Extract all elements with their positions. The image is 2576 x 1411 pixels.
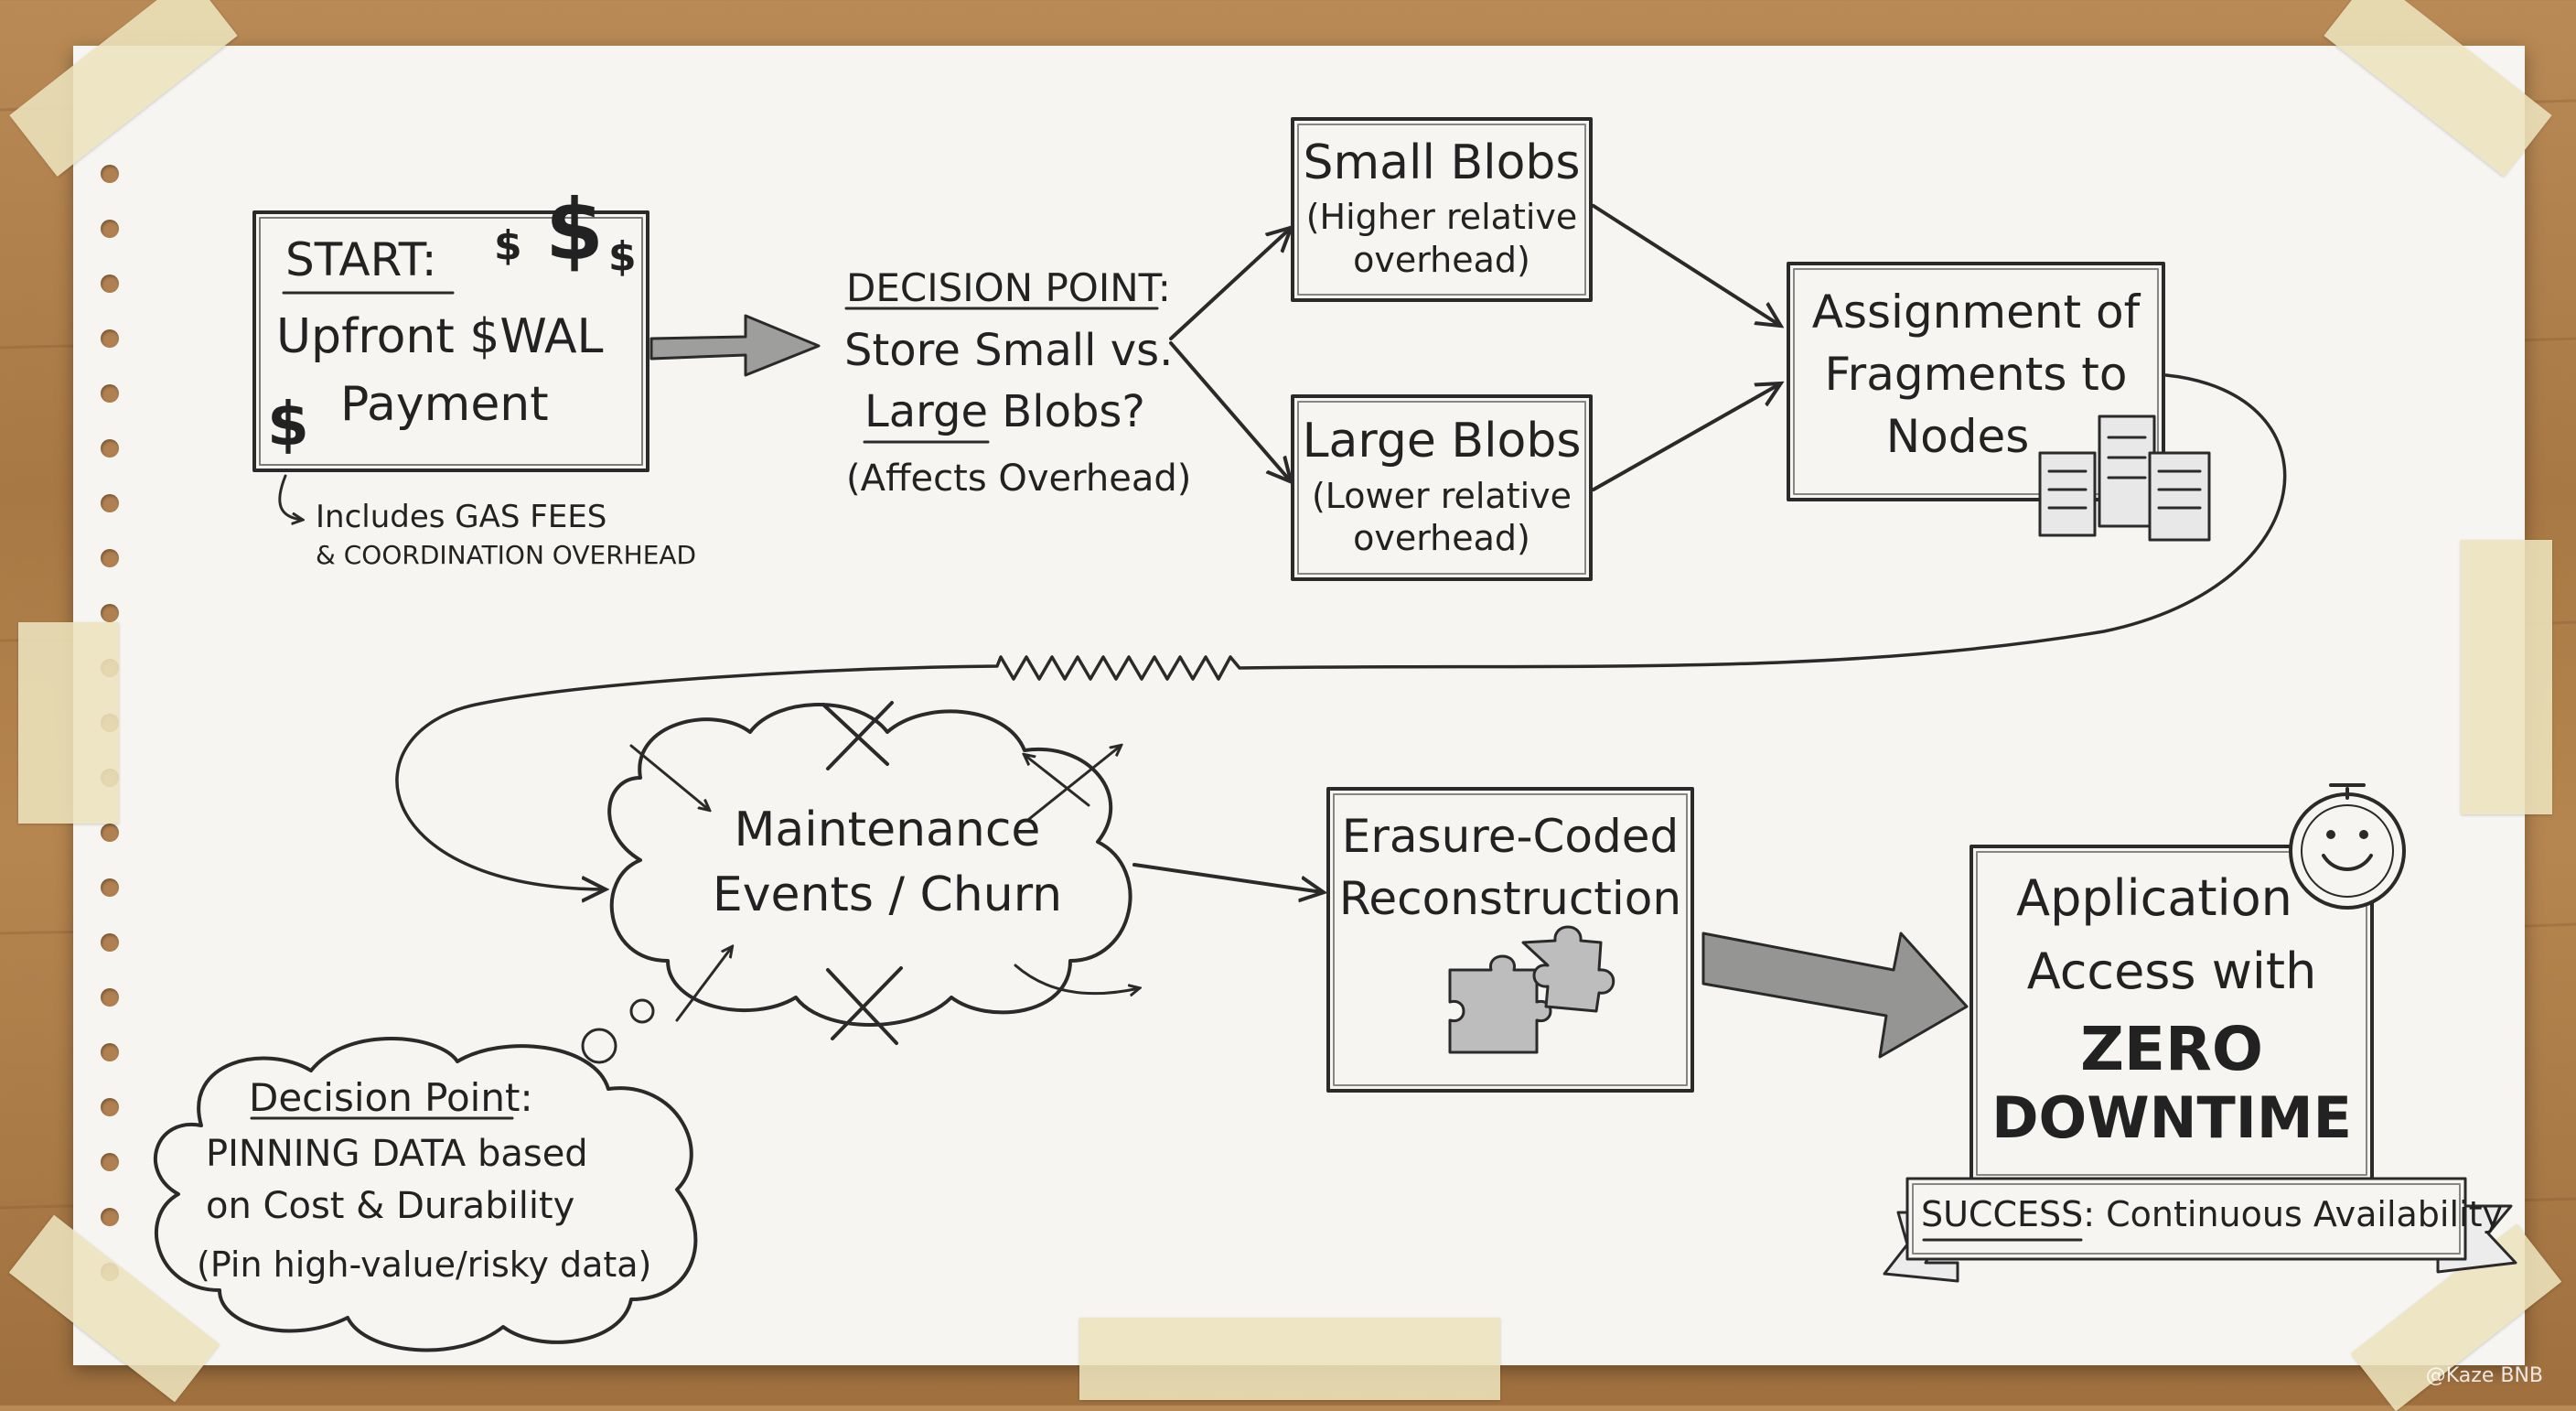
decision2-line1: PINNING DATA based <box>206 1133 588 1175</box>
masking-tape <box>1079 1318 1500 1400</box>
thick-arrow-start-to-decision <box>649 314 821 377</box>
maintenance-line1: Maintenance <box>734 802 1041 857</box>
arrow-to-small-blobs <box>1169 229 1290 340</box>
binder-hole <box>101 220 119 238</box>
success-text: SUCCESS: Continuous Availability <box>1921 1194 2503 1235</box>
decision-heading: DECISION POINT: <box>846 265 1171 310</box>
binder-hole <box>101 824 119 842</box>
application-line4: DOWNTIME <box>1991 1084 2352 1151</box>
masking-tape <box>2461 540 2552 814</box>
binder-hole <box>101 549 119 567</box>
start-box <box>252 210 649 472</box>
server-rack-icon <box>2038 415 2211 542</box>
success-rest: : Continuous Availability <box>2083 1194 2503 1234</box>
burst-arrow-icon <box>675 947 732 1022</box>
dollar-sign-icon: $ <box>267 389 309 459</box>
binder-hole <box>101 439 119 458</box>
assignment-box <box>1787 262 2165 501</box>
decision-line2-rest: Blobs? <box>988 386 1145 437</box>
assignment-line2: Fragments to <box>1824 348 2128 401</box>
dollar-sign-icon: $ <box>608 233 637 280</box>
binder-hole <box>101 1208 119 1226</box>
decision2-heading: Decision Point: <box>249 1075 533 1120</box>
binder-hole <box>101 988 119 1007</box>
large-blobs-box <box>1291 394 1593 581</box>
dollar-sign-icon: $ <box>545 181 605 279</box>
thick-arrow-erasure-to-application <box>1701 932 1969 1059</box>
binder-hole <box>101 494 119 512</box>
binder-hole <box>101 604 119 622</box>
binder-hole <box>101 1043 119 1061</box>
start-line2: Payment <box>340 377 549 432</box>
large-blobs-sub1: (Lower relative <box>1311 476 1572 516</box>
watermark: @Kaze BNB <box>2425 1364 2543 1387</box>
note-hook-arrow <box>278 474 302 520</box>
binder-hole <box>101 329 119 348</box>
cross-icon <box>821 701 903 1045</box>
masking-tape <box>18 622 119 824</box>
large-blobs-sub2: overhead) <box>1353 518 1530 558</box>
maintenance-line2: Events / Churn <box>712 867 1063 922</box>
burst-arrow-icon <box>1014 964 1139 994</box>
decision-line2: Large Blobs? <box>864 386 1145 438</box>
binder-hole <box>101 878 119 897</box>
burst-arrow-icon <box>1025 755 1090 807</box>
application-line1: Application <box>2016 869 2292 927</box>
arrow-to-large-blobs <box>1169 341 1290 480</box>
small-blobs-sub2: overhead) <box>1353 240 1530 280</box>
thought-bubble <box>629 998 655 1024</box>
arrow-small-to-assignment <box>1592 204 1779 325</box>
decision-line1: Store Small vs. <box>844 325 1174 376</box>
decision-large-word: Large <box>864 386 989 437</box>
binder-hole <box>101 1098 119 1116</box>
start-note-line2: & COORDINATION OVERHEAD <box>316 540 697 570</box>
binder-hole <box>101 384 119 403</box>
erasure-line1: Erasure-Coded <box>1341 810 1680 863</box>
pinning-cloud <box>153 1037 698 1352</box>
thought-bubble <box>581 1028 617 1064</box>
assignment-line3: Nodes <box>1885 410 2030 463</box>
decision-sub: (Affects Overhead) <box>846 458 1192 500</box>
application-line2: Access with <box>2026 942 2317 1000</box>
arrow-large-to-assignment <box>1592 384 1779 491</box>
puzzle-icon <box>1448 925 1615 1054</box>
dollar-sign-icon: $ <box>494 222 522 269</box>
small-blobs-box <box>1291 117 1593 302</box>
start-line1: Upfront $WAL <box>276 309 604 364</box>
binder-hole <box>101 165 119 183</box>
erasure-line2: Reconstruction <box>1338 872 1682 925</box>
large-blobs-title: Large Blobs <box>1302 414 1582 469</box>
maintenance-cloud <box>607 703 1132 1027</box>
application-line3: ZERO <box>2080 1014 2263 1084</box>
success-banner <box>1883 1177 2517 1283</box>
start-label: START: <box>285 233 437 286</box>
binder-hole <box>101 933 119 952</box>
small-blobs-title: Small Blobs <box>1303 135 1581 190</box>
binder-hole <box>101 275 119 293</box>
success-label: SUCCESS <box>1921 1194 2084 1234</box>
burst-arrow-icon <box>1027 746 1121 821</box>
small-blobs-sub1: (Higher relative <box>1305 197 1578 237</box>
clock-icon <box>2289 783 2406 910</box>
decision2-line2: on Cost & Durability <box>206 1185 575 1227</box>
burst-arrow-icon <box>629 744 709 810</box>
assignment-line1: Assignment of <box>1811 285 2141 339</box>
start-note-line1: Includes GAS FEES <box>316 499 607 535</box>
loop-connector <box>395 373 2287 889</box>
decision2-line3: (Pin high-value/risky data) <box>197 1244 652 1285</box>
arrow-maintenance-to-erasure <box>1132 863 1322 892</box>
erasure-box <box>1326 787 1694 1093</box>
binder-hole <box>101 1153 119 1171</box>
